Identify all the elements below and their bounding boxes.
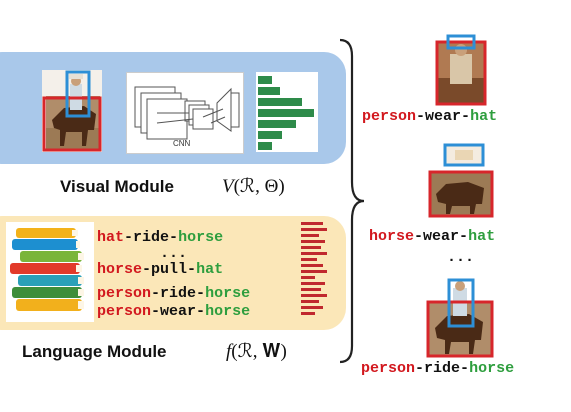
output-sep: - bbox=[415, 360, 425, 377]
line-sep: - bbox=[169, 229, 179, 246]
output-photo-person-ride-horse bbox=[426, 278, 494, 358]
output-sep: - bbox=[416, 108, 426, 125]
line-subject: person bbox=[97, 303, 152, 320]
line-predicate: ride bbox=[133, 229, 170, 246]
language-line-1: hat-ride-horse bbox=[97, 229, 223, 246]
output-predicate: wear bbox=[425, 108, 462, 125]
cnn-network-icon: CNN bbox=[126, 72, 244, 154]
cnn-drawing bbox=[134, 86, 240, 140]
output-sep: - bbox=[460, 360, 470, 377]
line-sep: - bbox=[124, 229, 134, 246]
line-sep: - bbox=[196, 303, 206, 320]
output-sep: - bbox=[459, 228, 469, 245]
line-object: horse bbox=[205, 303, 251, 320]
output-object: hat bbox=[468, 228, 496, 245]
language-line-ellipsis: ... bbox=[160, 245, 188, 262]
visual-formula-args: (ℛ, Θ) bbox=[233, 176, 285, 197]
visual-module-formula: V(ℛ, Θ) bbox=[222, 175, 285, 198]
output-ellipsis: ... bbox=[447, 249, 475, 266]
line-sep: - bbox=[142, 261, 152, 278]
output-sep: - bbox=[461, 108, 471, 125]
line-sep: - bbox=[187, 261, 197, 278]
line-subject: hat bbox=[97, 229, 125, 246]
output-subject: horse bbox=[369, 228, 415, 245]
output-relation-1: person-wear-hat bbox=[362, 108, 497, 125]
visual-formula-fn: V bbox=[222, 176, 234, 197]
language-line-4: person-ride-horse bbox=[97, 285, 250, 302]
output-sep: - bbox=[414, 228, 424, 245]
output-subject: person bbox=[362, 108, 417, 125]
line-predicate: ride bbox=[160, 285, 197, 302]
output-photo-horse-wear-hat bbox=[428, 170, 494, 218]
line-sep: - bbox=[196, 285, 206, 302]
output-predicate: wear bbox=[423, 228, 460, 245]
output-object: hat bbox=[470, 108, 498, 125]
output-hat-crop bbox=[443, 143, 485, 167]
language-line-5: person-wear-horse bbox=[97, 303, 250, 320]
feature-histogram-icon bbox=[256, 72, 318, 152]
line-sep: - bbox=[151, 303, 161, 320]
line-object: horse bbox=[178, 229, 224, 246]
line-subject: horse bbox=[97, 261, 143, 278]
line-predicate: wear bbox=[160, 303, 197, 320]
horse-rider-photo-visual bbox=[42, 70, 102, 152]
output-relation-3: person-ride-horse bbox=[361, 360, 514, 377]
output-object: horse bbox=[469, 360, 515, 377]
line-predicate: pull bbox=[151, 261, 188, 278]
language-module-label: Language Module bbox=[22, 342, 167, 361]
output-relation-2: horse-wear-hat bbox=[369, 228, 495, 245]
language-module-formula: f(ℛ, 𝐖) bbox=[226, 340, 287, 363]
curly-brace-icon bbox=[339, 38, 365, 364]
output-predicate: ride bbox=[424, 360, 461, 377]
line-object: hat bbox=[196, 261, 224, 278]
output-subject: person bbox=[361, 360, 416, 377]
line-sep: - bbox=[151, 285, 161, 302]
language-formula-args: (ℛ, 𝐖) bbox=[231, 341, 287, 362]
cnn-label: CNN bbox=[173, 139, 191, 148]
language-line-3: horse-pull-hat bbox=[97, 261, 223, 278]
books-stack-icon bbox=[6, 222, 94, 322]
visual-module-label: Visual Module bbox=[60, 177, 174, 196]
language-histogram-icon bbox=[301, 222, 327, 315]
language-formula-fn: f bbox=[226, 341, 232, 362]
line-subject: person bbox=[97, 285, 152, 302]
line-object: horse bbox=[205, 285, 251, 302]
output-photo-person-wear-hat bbox=[435, 34, 487, 106]
